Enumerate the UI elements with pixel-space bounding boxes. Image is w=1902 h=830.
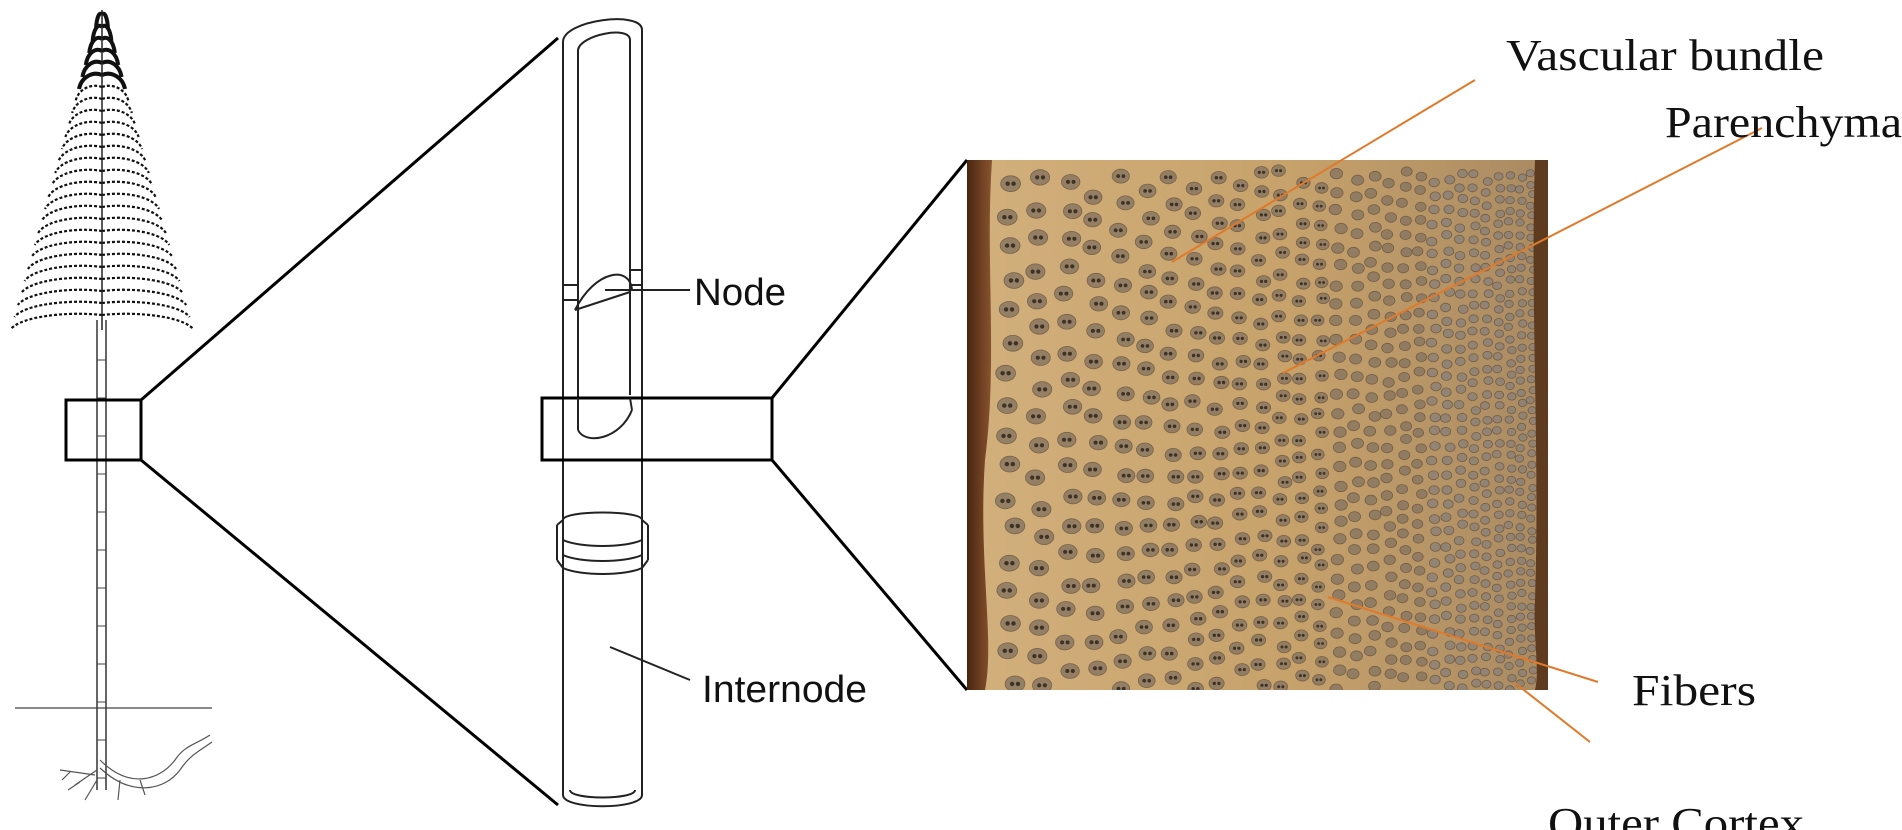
rhizome <box>59 734 213 801</box>
vascular-bundles <box>994 164 1539 690</box>
outer-cortex-label: Outer Cortex <box>1548 799 1804 830</box>
culm-section-overlap <box>577 397 633 430</box>
plant-zoom-box <box>64 398 143 462</box>
parenchyma-leader <box>1282 127 1763 374</box>
bamboo-culm <box>96 320 107 790</box>
inner-cortex-band <box>967 160 992 690</box>
culm-zoom-box <box>540 396 774 462</box>
bamboo-foliage <box>10 10 194 330</box>
leader-lines <box>1171 79 1763 743</box>
zoom-lines-left <box>140 36 559 807</box>
fibers-label: Fibers <box>1632 666 1756 715</box>
parenchyma-label: Parenchyma <box>1665 98 1902 147</box>
outer-cortex-leader <box>1514 682 1591 743</box>
cross-section-micrograph <box>967 160 1548 690</box>
culm-section <box>556 18 649 808</box>
fibers-leader <box>1327 596 1599 683</box>
internode-pointer <box>609 646 691 681</box>
node-label: Node <box>694 272 786 314</box>
zoom-lines-right <box>770 159 969 691</box>
bamboo-plant <box>10 10 213 801</box>
vascular-bundle-leader <box>1171 79 1476 263</box>
outer-cortex-band <box>1533 160 1548 690</box>
internode-label: Internode <box>702 669 867 711</box>
vascular-bundle-label: Vascular bundle <box>1506 31 1824 80</box>
